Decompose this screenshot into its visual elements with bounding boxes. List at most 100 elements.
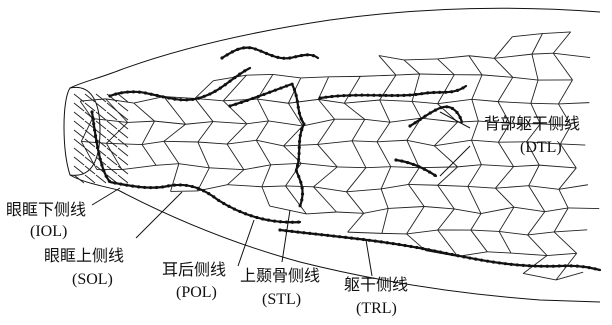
scale-edge <box>468 55 483 76</box>
scale-edge <box>285 185 307 215</box>
scale-edge <box>106 102 118 112</box>
neuromast-dot <box>299 53 304 58</box>
neuromast-dot <box>296 230 300 234</box>
scale-edge <box>256 139 284 147</box>
neuromast-dot <box>297 139 302 144</box>
scale-edge <box>540 123 572 126</box>
neuromast-dot <box>384 93 388 98</box>
scale-edge <box>117 93 129 103</box>
label-dtl-abbr-text: (DTL) <box>520 139 562 156</box>
scale-edge <box>380 188 389 209</box>
scale-edge <box>389 117 422 123</box>
neuromast-dot <box>98 157 102 161</box>
neuromast-dot <box>557 264 561 268</box>
scale-edge <box>257 98 289 104</box>
scale-edge <box>552 31 571 54</box>
leader-stl <box>281 209 291 263</box>
label-trl-name: 躯干侧线 <box>344 275 409 294</box>
neuromast-dot <box>411 162 416 167</box>
label-dtl-abbr: (DTL) <box>520 140 562 156</box>
neuromast-dot <box>125 183 129 187</box>
scale-edge <box>406 139 435 147</box>
scale-edge <box>470 229 488 253</box>
scale-edge <box>106 147 118 157</box>
scale-edge <box>437 208 455 231</box>
scale-edge <box>343 102 366 120</box>
neuromast-dot <box>294 55 298 59</box>
neuromast-dot <box>408 93 412 97</box>
scale-edge <box>495 166 514 189</box>
neuromast-dot <box>239 100 244 104</box>
scale-edge <box>84 156 96 166</box>
label-pol: 耳后侧线 <box>162 262 226 278</box>
dtl-lower <box>394 158 438 178</box>
neuromast-dot <box>474 257 478 261</box>
neuromast-dot <box>104 174 108 178</box>
scale-edge <box>558 167 577 190</box>
neuromast-dot <box>191 97 195 102</box>
scale-edge <box>106 143 123 170</box>
scale-edge <box>381 183 409 190</box>
scale-edge <box>559 143 577 169</box>
scale-edge <box>437 74 455 104</box>
scale-edge <box>498 206 515 232</box>
scale-edge <box>106 120 118 130</box>
scale-edge <box>117 138 129 148</box>
neuromast-dot <box>420 92 424 96</box>
neuromast-dot <box>373 239 377 243</box>
scale-edge <box>95 174 107 184</box>
label-stl: 上颞骨侧线 <box>240 268 320 284</box>
neuromast-dot <box>297 157 301 162</box>
label-sol-abbr-text: (SOL) <box>72 271 113 288</box>
neuromast-dot <box>456 254 460 258</box>
neuromast-dot <box>93 134 98 138</box>
scale-edge <box>437 58 455 76</box>
neuromast-dot <box>125 90 130 94</box>
scale-edge <box>73 147 85 157</box>
neuromast-dot <box>426 91 430 95</box>
neuromast-dot <box>332 234 336 238</box>
scale-edge <box>92 118 128 123</box>
scale-edge <box>194 98 214 122</box>
scale-edge <box>73 138 85 148</box>
scale-edge <box>351 140 367 168</box>
scale-edge <box>117 111 129 121</box>
scale-edge <box>106 138 118 148</box>
scale-edge <box>378 55 397 76</box>
scale-edge <box>544 207 569 213</box>
neuromast-dot <box>201 189 206 193</box>
neuromast-dot <box>253 47 257 51</box>
neuromast-dot <box>264 51 269 56</box>
neuromast-dot <box>114 92 118 96</box>
neuromast-dot <box>450 90 454 94</box>
scale-edge <box>411 73 421 102</box>
scale-edge <box>526 141 540 166</box>
label-sol: 眼眶上侧线 <box>44 248 124 264</box>
neuromast-dot <box>259 49 263 53</box>
scale-edge <box>317 118 335 145</box>
neuromast-dot <box>225 53 229 57</box>
neuromast-dot <box>427 248 431 252</box>
neuromast-dot <box>480 258 484 262</box>
scale-edge <box>194 80 214 99</box>
scale-edge <box>306 211 337 215</box>
scale-edge <box>197 167 210 192</box>
neuromast-dot <box>173 97 177 101</box>
scale-edge <box>261 186 271 207</box>
scale-edge <box>270 162 302 166</box>
neuromast-dot <box>527 264 531 268</box>
neuromast-dot <box>450 252 454 257</box>
scale-edge <box>227 184 262 188</box>
neuromast-dot <box>113 181 117 185</box>
scale-edge <box>381 232 407 235</box>
scale-edge <box>558 102 590 105</box>
neuromast-dot <box>342 94 346 98</box>
neuromast-dot <box>212 195 216 199</box>
scale-edge <box>209 167 244 171</box>
scale-edge <box>390 166 420 169</box>
scale-edge <box>471 120 479 141</box>
scale-edge <box>285 185 314 188</box>
scale-edge <box>365 166 391 169</box>
scale-edge <box>527 234 548 256</box>
scale-edge <box>246 120 269 125</box>
